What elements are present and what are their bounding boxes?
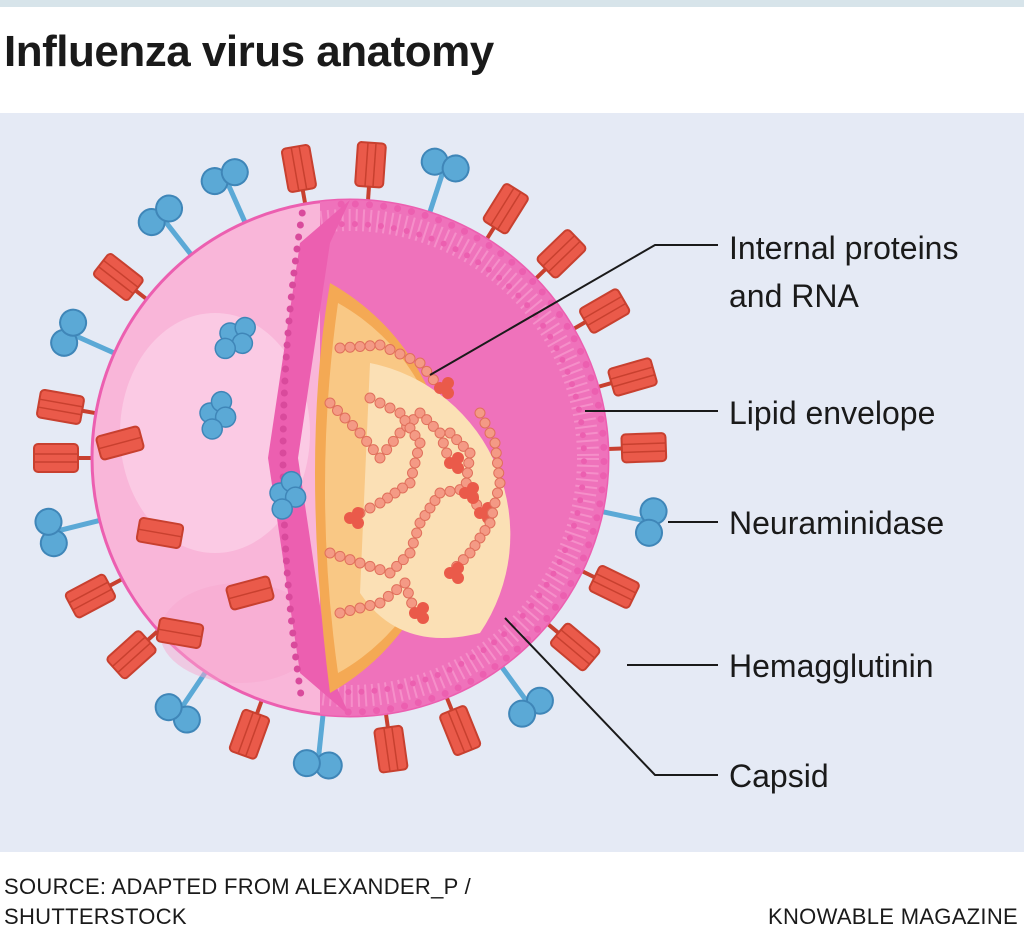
hemagglutinin-spike	[34, 444, 92, 472]
publisher-credit: KNOWABLE MAGAZINE	[768, 902, 1018, 932]
neuraminidase-spike	[597, 488, 669, 548]
hemagglutinin-spike	[594, 357, 657, 400]
virus-diagram: Internal proteins and RNA Lipid envelope…	[0, 113, 1024, 852]
neuraminidase-spike	[33, 497, 106, 559]
source-credit: SOURCE: ADAPTED FROM ALEXANDER_P / SHUTT…	[4, 872, 604, 932]
hemagglutinin-spike	[281, 144, 319, 206]
top-rule	[0, 0, 1024, 7]
hemagglutinin-spike	[36, 389, 98, 427]
label-hemagglutinin: Hemagglutinin	[729, 648, 934, 684]
hemagglutinin-spike	[434, 692, 482, 756]
label-internal-line1: Internal proteins	[729, 230, 958, 266]
hemagglutinin-spike	[229, 696, 275, 760]
label-lipid-envelope: Lipid envelope	[729, 395, 935, 431]
label-capsid: Capsid	[729, 758, 829, 794]
label-internal-line2: and RNA	[729, 278, 860, 314]
hemagglutinin-spike	[607, 433, 666, 463]
neuraminidase-spike	[293, 712, 347, 780]
label-neuraminidase: Neuraminidase	[729, 505, 944, 541]
hemagglutinin-spike	[372, 712, 408, 773]
hemagglutinin-spike	[354, 142, 386, 202]
page-title: Influenza virus anatomy	[4, 28, 494, 76]
